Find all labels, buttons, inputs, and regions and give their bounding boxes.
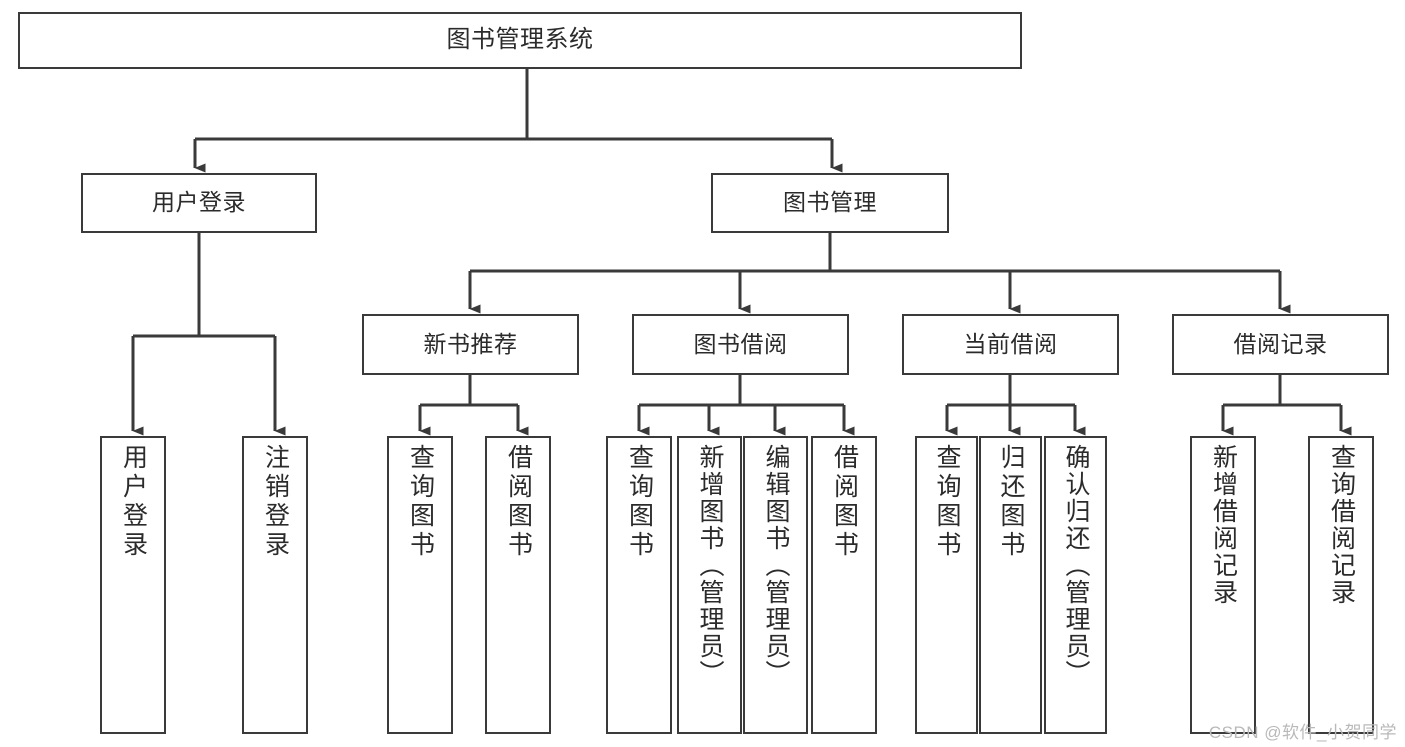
node-current-borrow[interactable]: 当前借阅 <box>902 314 1119 375</box>
node-leaf-query-book-1[interactable]: 查询图书 <box>387 436 453 734</box>
node-leaf-return-book[interactable]: 归还图书 <box>979 436 1042 734</box>
node-user-login-label: 用户登录 <box>152 189 246 216</box>
node-leaf-user-logout-label: 注销登录 <box>261 444 290 560</box>
node-leaf-borrow-book-1-label: 借阅图书 <box>504 444 533 560</box>
node-book-manage-label: 图书管理 <box>783 189 877 216</box>
csdn-watermark: CSDN @软件_小贺同学 <box>1208 723 1397 742</box>
node-book-borrow[interactable]: 图书借阅 <box>632 314 849 375</box>
node-leaf-query-record[interactable]: 查询借阅记录 <box>1308 436 1374 734</box>
node-leaf-query-book-3-label: 查询图书 <box>933 444 961 560</box>
node-leaf-confirm-return[interactable]: 确认归还（管理员） <box>1044 436 1107 734</box>
node-current-borrow-label: 当前借阅 <box>963 330 1058 357</box>
node-leaf-user-login[interactable]: 用户登录 <box>100 436 166 734</box>
node-root[interactable]: 图书管理系统 <box>18 12 1022 69</box>
node-leaf-query-book-3[interactable]: 查询图书 <box>915 436 978 734</box>
node-leaf-user-login-label: 用户登录 <box>119 444 148 560</box>
node-borrow-record[interactable]: 借阅记录 <box>1172 314 1389 375</box>
node-leaf-edit-book[interactable]: 编辑图书（管理员） <box>743 436 808 734</box>
node-leaf-return-book-label: 归还图书 <box>997 444 1025 560</box>
node-leaf-borrow-book-1[interactable]: 借阅图书 <box>485 436 551 734</box>
node-leaf-borrow-book-2[interactable]: 借阅图书 <box>811 436 877 734</box>
node-leaf-add-book-label: 新增图书（管理员） <box>696 444 724 687</box>
node-book-borrow-label: 图书借阅 <box>693 330 788 357</box>
node-user-login[interactable]: 用户登录 <box>81 173 317 233</box>
node-leaf-edit-book-label: 编辑图书（管理员） <box>762 444 790 687</box>
node-leaf-add-record[interactable]: 新增借阅记录 <box>1190 436 1256 734</box>
node-root-label: 图书管理系统 <box>446 26 594 54</box>
node-leaf-borrow-book-2-label: 借阅图书 <box>830 444 859 560</box>
node-borrow-record-label: 借阅记录 <box>1233 330 1328 357</box>
node-leaf-query-record-label: 查询借阅记录 <box>1327 444 1356 606</box>
node-leaf-query-book-2[interactable]: 查询图书 <box>606 436 672 734</box>
node-book-manage[interactable]: 图书管理 <box>711 173 949 233</box>
node-new-book-recommend-label: 新书推荐 <box>423 330 518 357</box>
node-leaf-add-record-label: 新增借阅记录 <box>1209 444 1238 606</box>
node-new-book-recommend[interactable]: 新书推荐 <box>362 314 579 375</box>
node-leaf-confirm-return-label: 确认归还（管理员） <box>1062 444 1090 687</box>
node-leaf-user-logout[interactable]: 注销登录 <box>242 436 308 734</box>
node-leaf-query-book-2-label: 查询图书 <box>625 444 654 560</box>
node-leaf-add-book[interactable]: 新增图书（管理员） <box>677 436 742 734</box>
node-leaf-query-book-1-label: 查询图书 <box>406 444 435 560</box>
